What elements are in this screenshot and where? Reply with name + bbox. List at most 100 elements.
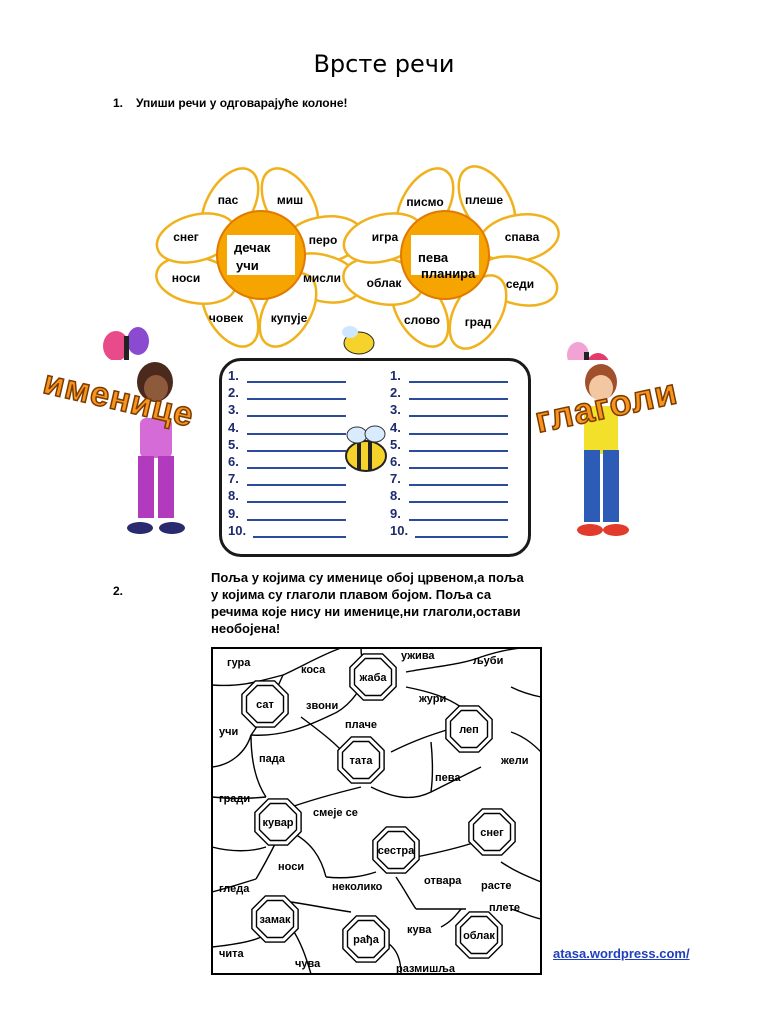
- flower-center-box: [227, 235, 295, 275]
- octagon-word: облак: [463, 930, 495, 942]
- row-number: 5.: [390, 436, 401, 452]
- answer-row: 2.: [390, 385, 520, 402]
- octagon-word: рађа: [353, 934, 380, 946]
- octagon-word: леп: [459, 724, 479, 736]
- answer-row: 7.: [390, 471, 520, 488]
- petal-word: купује: [271, 311, 308, 325]
- octagon-word: тата: [349, 755, 373, 767]
- answer-row: 6.: [390, 454, 520, 471]
- answer-line[interactable]: [409, 381, 508, 383]
- answer-line[interactable]: [247, 415, 346, 418]
- answer-line[interactable]: [409, 432, 508, 435]
- answer-row: 10.: [228, 523, 358, 540]
- row-number: 6.: [390, 454, 401, 469]
- answer-row: 9.: [228, 506, 358, 523]
- answer-line[interactable]: [247, 518, 346, 521]
- instruction-line: необојена!: [211, 621, 281, 636]
- answer-line[interactable]: [247, 484, 346, 487]
- petal-word: носи: [172, 271, 200, 285]
- puzzle-word: пева: [435, 772, 461, 784]
- puzzle-word: смеје се: [313, 807, 358, 819]
- octagon-cell[interactable]: [258, 802, 298, 842]
- answer-row: 2.: [228, 385, 358, 402]
- answer-line[interactable]: [247, 449, 346, 452]
- octagon-cell[interactable]: [449, 709, 489, 749]
- answer-line[interactable]: [247, 381, 346, 383]
- bee-icon: [345, 425, 387, 472]
- puzzle-word: расте: [481, 880, 511, 892]
- center-word: планира: [421, 266, 476, 281]
- puzzle-word: плаче: [345, 719, 377, 731]
- petal-word: игра: [372, 230, 399, 244]
- answer-row: 3.: [390, 402, 520, 419]
- answer-row: 8.: [228, 488, 358, 505]
- puzzle-word: чита: [219, 948, 245, 960]
- puzzle-word: жури: [418, 693, 446, 705]
- petal-word: миш: [277, 193, 303, 207]
- puzzle-word: коса: [301, 664, 326, 676]
- row-number: 3.: [228, 402, 239, 418]
- petal-word: мисли: [303, 271, 341, 285]
- octagon-cell[interactable]: [346, 919, 386, 959]
- octagon-cell[interactable]: [255, 899, 295, 939]
- puzzle-word: пада: [259, 753, 286, 765]
- petal-word: седи: [506, 277, 534, 291]
- answer-line[interactable]: [409, 415, 508, 418]
- answer-row: 5.: [228, 437, 358, 454]
- answer-row: 1.: [228, 368, 358, 385]
- answer-line[interactable]: [409, 501, 508, 504]
- flower-center-box: [411, 235, 479, 275]
- answer-row: 1.: [390, 368, 520, 385]
- row-number: 10.: [390, 522, 409, 538]
- answer-line[interactable]: [247, 432, 346, 435]
- puzzle-word: жели: [500, 755, 529, 767]
- answer-line[interactable]: [247, 501, 346, 504]
- task-1-text: Упиши речи у одговарајуће колоне!: [136, 96, 348, 110]
- row-number: 1.: [390, 368, 401, 383]
- answer-line[interactable]: [409, 484, 508, 487]
- octagon-word: жаба: [359, 672, 388, 684]
- answer-line[interactable]: [409, 518, 508, 521]
- petal-word: слово: [404, 313, 440, 327]
- source-link[interactable]: atasa.wordpress.com/: [553, 946, 690, 961]
- answer-line[interactable]: [415, 535, 508, 538]
- answer-row: 7.: [228, 471, 358, 488]
- row-number: 3.: [390, 402, 401, 418]
- row-number: 5.: [228, 436, 239, 452]
- answer-row: 5.: [390, 437, 520, 454]
- row-number: 7.: [390, 471, 401, 487]
- puzzle-word: учи: [219, 726, 238, 738]
- octagon-word: снег: [480, 827, 504, 839]
- answer-line[interactable]: [409, 467, 508, 469]
- octagon-word: кувар: [262, 817, 293, 829]
- row-number: 7.: [228, 471, 239, 487]
- answer-row: 8.: [390, 488, 520, 505]
- octagon-cell[interactable]: [472, 812, 512, 852]
- answer-line[interactable]: [253, 535, 346, 538]
- puzzle-word: гради: [219, 793, 250, 805]
- answer-line[interactable]: [409, 398, 508, 401]
- octagon-cell[interactable]: [341, 740, 381, 780]
- petal-word: перо: [309, 233, 338, 247]
- boy-illustration: [577, 364, 629, 536]
- center-word: дечак: [234, 240, 271, 255]
- octagon-cell[interactable]: [459, 915, 499, 955]
- answer-line[interactable]: [409, 449, 508, 452]
- octagon-cell[interactable]: [376, 830, 416, 870]
- octagon-word: сестра: [378, 845, 415, 857]
- row-number: 8.: [228, 488, 239, 504]
- octagon-cell[interactable]: [353, 657, 393, 697]
- row-number: 9.: [390, 505, 401, 521]
- answer-line[interactable]: [247, 398, 346, 401]
- puzzle-word: звони: [306, 700, 338, 712]
- puzzle-word: размишља: [396, 963, 456, 975]
- octagon-cell[interactable]: [245, 684, 285, 724]
- center-word: пева: [418, 250, 449, 265]
- butterfly-icon: [103, 327, 149, 360]
- answer-line[interactable]: [247, 467, 346, 469]
- puzzle-word: неколико: [332, 881, 383, 893]
- row-number: 1.: [228, 368, 239, 383]
- row-number: 2.: [228, 385, 239, 401]
